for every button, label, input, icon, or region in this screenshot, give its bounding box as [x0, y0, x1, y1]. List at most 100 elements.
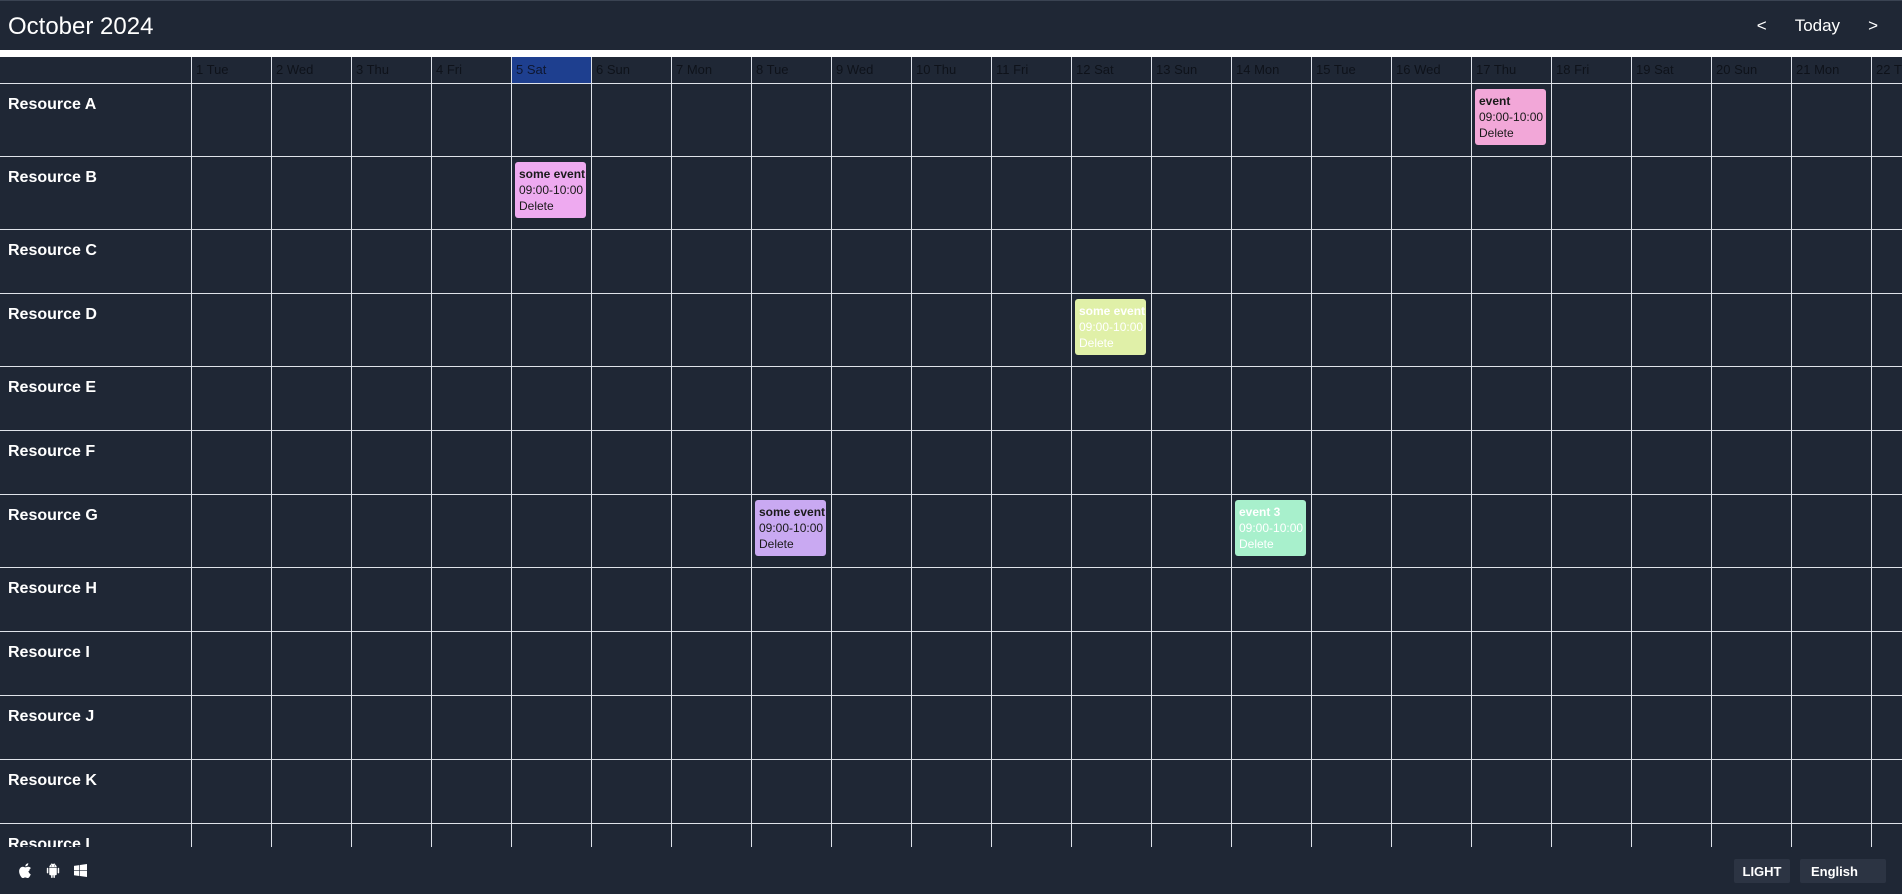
day-column-line [1391, 84, 1392, 847]
day-header: 21 Mon [1791, 57, 1871, 84]
event-delete-link[interactable]: Delete [1079, 336, 1114, 350]
language-select[interactable]: English [1800, 859, 1886, 883]
resource-label: Resource H [8, 580, 97, 597]
event-time: 09:00-10:00 [1479, 110, 1544, 124]
day-column-line [511, 84, 512, 847]
resource-label: Resource K [8, 772, 97, 789]
day-column-line [1071, 84, 1072, 847]
day-header: 6 Sun [591, 57, 671, 84]
apple-icon[interactable] [18, 863, 32, 878]
day-header: 7 Mon [671, 57, 751, 84]
resource-label: Resource L [8, 836, 96, 847]
day-header: 8 Tue [751, 57, 831, 84]
resource-label: Resource F [8, 443, 96, 460]
resource-label: Resource I [8, 644, 90, 661]
windows-icon[interactable] [74, 864, 87, 877]
prev-button[interactable]: < [1756, 16, 1767, 35]
day-column-line [1151, 84, 1152, 847]
day-header: 14 Mon [1231, 57, 1311, 84]
resource-label: Resource E [8, 379, 97, 396]
day-column-line [1791, 84, 1792, 847]
event-delete-link[interactable]: Delete [519, 199, 554, 213]
event-time: 09:00-10:00 [1239, 521, 1304, 535]
resource-row[interactable]: Resource H [0, 568, 1902, 632]
event-title: event 3 [1239, 505, 1281, 519]
footer: LIGHT English [0, 847, 1902, 894]
day-header: 16 Wed [1391, 57, 1471, 84]
platform-icons [18, 863, 87, 878]
event-title: some event [519, 167, 586, 181]
day-header: 19 Sat [1631, 57, 1711, 84]
day-header: 4 Fri [431, 57, 511, 84]
day-header: 15 Tue [1311, 57, 1391, 84]
resource-row[interactable]: Resource E [0, 367, 1902, 431]
resource-row[interactable]: Resource I [0, 632, 1902, 696]
day-header: 13 Sun [1151, 57, 1231, 84]
resource-label: Resource A [8, 96, 97, 113]
day-header: 10 Thu [911, 57, 991, 84]
day-column-line [431, 84, 432, 847]
day-column-line [1711, 84, 1712, 847]
day-header: 18 Fri [1551, 57, 1631, 84]
day-header: 9 Wed [831, 57, 911, 84]
event-time: 09:00-10:00 [1079, 320, 1144, 334]
event-delete-link[interactable]: Delete [1479, 126, 1514, 140]
header-divider [0, 50, 1902, 57]
resource-label: Resource G [8, 507, 98, 524]
resource-row[interactable]: Resource D [0, 294, 1902, 367]
resource-row[interactable]: Resource L [0, 824, 1902, 847]
resource-row[interactable]: Resource F [0, 431, 1902, 495]
day-column-line [591, 84, 592, 847]
day-header: 1 Tue [191, 57, 271, 84]
event-time: 09:00-10:00 [759, 521, 824, 535]
resource-row[interactable]: Resource J [0, 696, 1902, 760]
day-header: 22 Tue [1871, 57, 1902, 84]
day-header: 12 Sat [1071, 57, 1151, 84]
month-title: October 2024 [8, 13, 154, 40]
android-icon[interactable] [46, 863, 60, 878]
day-column-line [1551, 84, 1552, 847]
day-header: 20 Sun [1711, 57, 1791, 84]
event-delete-link[interactable]: Delete [759, 537, 794, 551]
day-column-line [671, 84, 672, 847]
day-header: 3 Thu [351, 57, 431, 84]
theme-toggle-button[interactable]: LIGHT [1734, 859, 1790, 883]
resource-header-corner [0, 57, 191, 84]
day-column-line [1471, 84, 1472, 847]
calendar-nav: < Today > [1757, 16, 1878, 36]
day-column-line [831, 84, 832, 847]
day-header: 11 Fri [991, 57, 1071, 84]
day-column-line [1231, 84, 1232, 847]
day-column-line [751, 84, 752, 847]
day-header: 2 Wed [271, 57, 351, 84]
resource-row[interactable]: Resource C [0, 230, 1902, 294]
next-button[interactable]: > [1868, 16, 1878, 35]
resource-label: Resource B [8, 169, 97, 186]
resource-label: Resource D [8, 306, 97, 323]
resource-row[interactable]: Resource B [0, 157, 1902, 230]
resource-label: Resource C [8, 242, 97, 259]
day-header: 5 Sat [511, 57, 591, 84]
resource-row[interactable]: Resource K [0, 760, 1902, 824]
day-column-line [911, 84, 912, 847]
event-time: 09:00-10:00 [519, 183, 584, 197]
day-column-line [1311, 84, 1312, 847]
event-delete-link[interactable]: Delete [1239, 537, 1274, 551]
day-header: 17 Thu [1471, 57, 1551, 84]
day-column-line [191, 84, 192, 847]
event-title: event [1479, 94, 1511, 108]
resource-label: Resource J [8, 708, 95, 725]
day-column-line [1631, 84, 1632, 847]
resource-row[interactable]: Resource A [0, 84, 1902, 157]
day-column-line [991, 84, 992, 847]
resource-row[interactable]: Resource G [0, 495, 1902, 568]
today-button[interactable]: Today [1794, 16, 1841, 35]
day-column-line [271, 84, 272, 847]
